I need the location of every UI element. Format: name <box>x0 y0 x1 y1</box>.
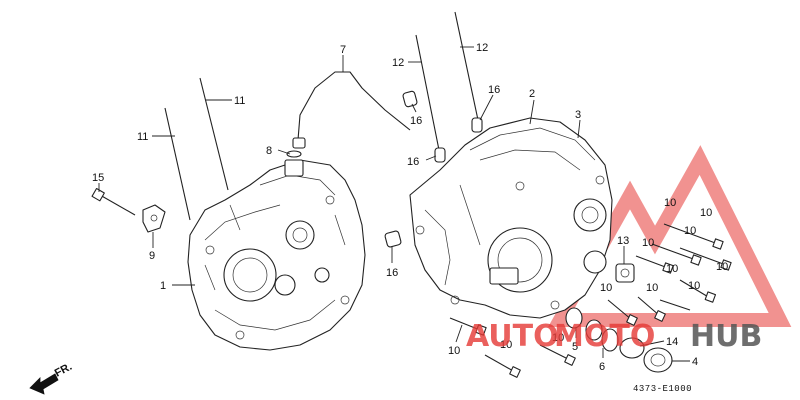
callout-9: 9 <box>149 250 155 262</box>
callout-10: 10 <box>646 282 658 294</box>
callout-2: 2 <box>529 88 535 100</box>
o-ring-6 <box>601 328 619 352</box>
watermark-text: AUTO MOTO HUB <box>466 319 762 354</box>
stud-bolts-11 <box>164 77 229 221</box>
dowel-pins-16 <box>384 90 483 248</box>
callout-16: 16 <box>488 84 500 96</box>
callout-13: 13 <box>617 235 629 247</box>
oil-seal-5 <box>565 307 603 341</box>
callout-4: 4 <box>692 356 698 368</box>
callout-10: 10 <box>500 339 512 351</box>
o-ring-14 <box>619 337 645 359</box>
callout-10: 10 <box>552 332 564 344</box>
callout-16: 16 <box>386 267 398 279</box>
callout-16: 16 <box>410 115 422 127</box>
callout-7: 7 <box>340 44 346 56</box>
callout-6: 6 <box>599 361 605 373</box>
callout-10: 10 <box>664 197 676 209</box>
callout-3: 3 <box>575 109 581 121</box>
callout-10: 10 <box>600 282 612 294</box>
callout-5: 5 <box>572 341 578 353</box>
tube-clip <box>286 150 302 158</box>
callout-11: 11 <box>234 95 245 107</box>
stud-bolts-12 <box>415 11 479 156</box>
drawing-code: 4373-E1000 <box>633 384 692 394</box>
callout-11: 11 <box>137 131 148 143</box>
callout-10: 10 <box>688 280 700 292</box>
watermark-word-2: MOTO <box>554 319 655 354</box>
callout-16: 16 <box>407 156 419 168</box>
spacer-13 <box>615 263 635 283</box>
watermark-word-3: HUB <box>690 319 762 354</box>
bracket-9 <box>142 204 166 233</box>
leader-lines <box>98 46 690 362</box>
callout-12: 12 <box>476 42 488 54</box>
breather-tube <box>292 71 411 149</box>
callout-10: 10 <box>684 225 696 237</box>
callout-10: 10 <box>642 237 654 249</box>
left-crankcase <box>187 159 366 351</box>
callout-8: 8 <box>266 145 272 157</box>
front-arrow-icon <box>29 373 59 395</box>
front-direction-indicator: FR. <box>29 361 74 395</box>
bolt-15 <box>91 187 136 216</box>
callout-10: 10 <box>716 261 728 273</box>
callout-1: 1 <box>160 280 166 292</box>
callout-10: 10 <box>448 345 460 357</box>
callout-15: 15 <box>92 172 104 184</box>
right-crankcase <box>409 117 613 319</box>
case-bolts-10 <box>449 223 732 378</box>
callout-10: 10 <box>700 207 712 219</box>
watermark-logo <box>548 145 792 327</box>
callout-10: 10 <box>666 263 678 275</box>
front-label: FR. <box>53 361 74 380</box>
callout-labels: 1 2 3 4 5 6 7 8 9 10 10 10 10 10 10 10 1… <box>92 42 728 373</box>
callout-12: 12 <box>392 57 404 69</box>
callout-14: 14 <box>666 336 678 348</box>
drain-cap-4 <box>643 347 673 373</box>
watermark-word-1: AUTO <box>466 319 559 354</box>
